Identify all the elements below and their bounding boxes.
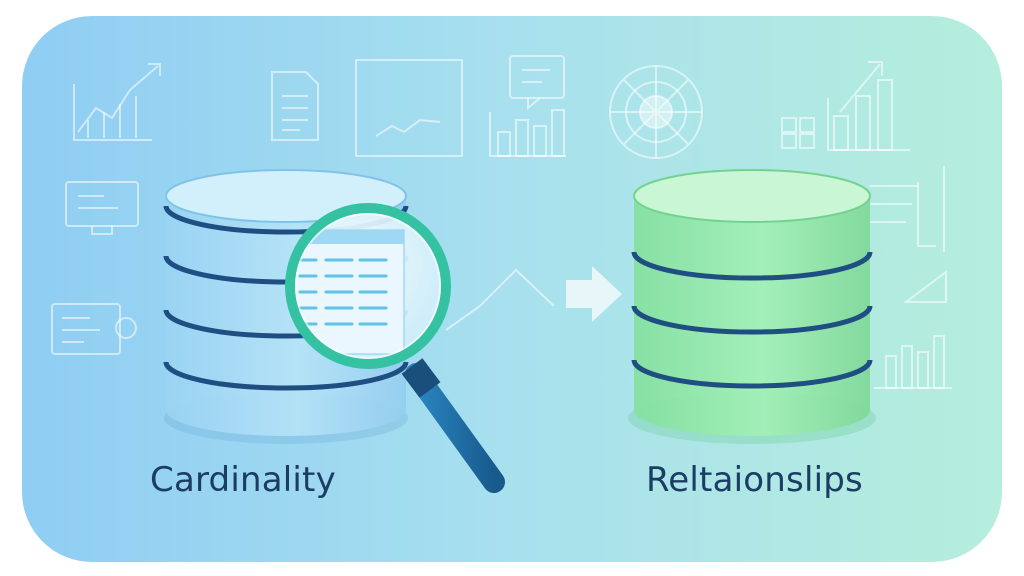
right-chart-lines [870,166,952,389]
magnifier-icon [285,203,505,493]
radial-icon [609,65,703,159]
chart-frame-icon [355,59,463,157]
bar-chart-arrow-icon [827,61,910,151]
message-icon [509,55,565,111]
id-card-icon [51,303,137,355]
relationships-label: Reltaionslips [646,460,863,500]
connector-line [445,268,555,331]
cardinality-label: Cardinality [150,460,336,500]
line-chart-icon [73,63,161,141]
right-database-icon [628,169,876,444]
document-icon [271,71,319,141]
bar-chart-icon [489,109,566,157]
background-icons [51,55,952,389]
arrow-right-icon [566,266,622,322]
card-icon [65,181,139,235]
grid-icon [781,117,815,149]
